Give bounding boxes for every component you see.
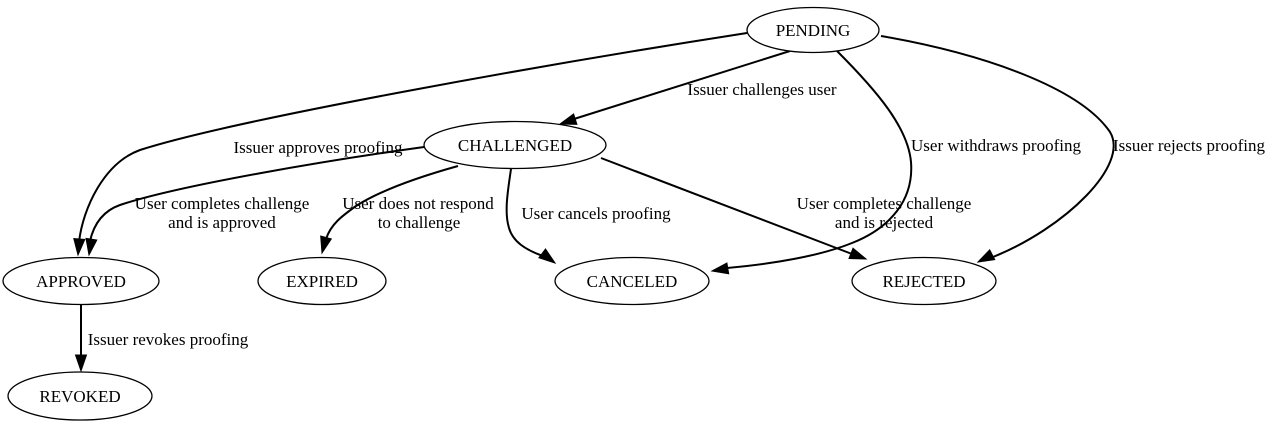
state-node-expired: EXPIRED (257, 256, 387, 306)
edge-label-completes-challenge-rejected-line1: User completes challenge (797, 194, 972, 213)
edge-challenged-canceled (505, 168, 544, 257)
edge-label-user-withdraws-proofing: User withdraws proofing (911, 136, 1081, 155)
edge-approved-revoked-arrowhead-icon (74, 354, 88, 373)
edge-pending-rejected-arrowhead-icon (976, 248, 996, 263)
edge-challenged-rejected (600, 157, 853, 255)
edge-label-issuer-challenges-user: Issuer challenges user (687, 80, 837, 99)
edge-pending-approved (78, 32, 748, 243)
edge-label-completes-challenge-approved-line1: User completes challenge (135, 194, 310, 213)
state-label-pending: PENDING (776, 21, 851, 40)
edge-challenged-expired (325, 165, 459, 240)
state-ellipse-expired (257, 256, 387, 306)
edge-label-issuer-rejects-proofing: Issuer rejects proofing (1113, 136, 1266, 155)
edge-pending-canceled-arrowhead-icon (710, 262, 730, 275)
state-label-rejected: REJECTED (882, 272, 965, 291)
edge-label-issuer-approves-proofing: Issuer approves proofing (233, 138, 403, 157)
state-node-pending: PENDING (746, 6, 880, 54)
state-ellipse-canceled (554, 256, 710, 306)
edge-pending-approved-arrowhead-icon (73, 238, 86, 257)
edge-challenged-canceled-arrowhead-icon (538, 248, 557, 264)
edge-challenged-expired-arrowhead-icon (320, 235, 333, 255)
state-node-approved: APPROVED (2, 256, 160, 306)
edge-challenged-approved (89, 146, 425, 242)
nodes: PENDING CHALLENGED APPROVED EXPIRED CANC… (2, 6, 997, 421)
state-label-canceled: CANCELED (587, 272, 678, 291)
state-ellipse-approved (2, 256, 160, 306)
state-ellipse-pending (746, 6, 880, 54)
edge-label-user-cancels-proofing: User cancels proofing (521, 204, 671, 223)
edges (73, 32, 1115, 373)
state-ellipse-challenged (423, 120, 607, 170)
edge-label-completes-challenge-rejected-line2: and is rejected (835, 213, 934, 232)
edge-pending-challenged-arrowhead-icon (558, 113, 578, 125)
edge-label-does-not-respond-line2: to challenge (378, 213, 461, 232)
edge-pending-rejected (880, 35, 1115, 258)
edge-pending-challenged (573, 50, 791, 120)
state-node-revoked: REVOKED (7, 371, 153, 421)
state-ellipse-rejected (851, 256, 997, 306)
edge-label-does-not-respond-line1: User does not respond (342, 194, 494, 213)
state-node-challenged: CHALLENGED (423, 120, 607, 170)
edge-labels: Issuer challenges user Issuer approves p… (88, 80, 1266, 349)
state-label-challenged: CHALLENGED (458, 136, 572, 155)
state-node-canceled: CANCELED (554, 256, 710, 306)
edge-pending-canceled (726, 50, 913, 269)
state-label-expired: EXPIRED (286, 272, 358, 291)
state-node-rejected: REJECTED (851, 256, 997, 306)
edge-challenged-approved-arrowhead-icon (85, 237, 98, 257)
state-ellipse-revoked (7, 371, 153, 421)
state-label-approved: APPROVED (36, 272, 126, 291)
state-label-revoked: REVOKED (39, 387, 120, 406)
edge-label-issuer-revokes-proofing: Issuer revokes proofing (88, 330, 249, 349)
edge-challenged-rejected-arrowhead-icon (848, 247, 868, 260)
edge-label-completes-challenge-approved-line2: and is approved (168, 213, 276, 232)
